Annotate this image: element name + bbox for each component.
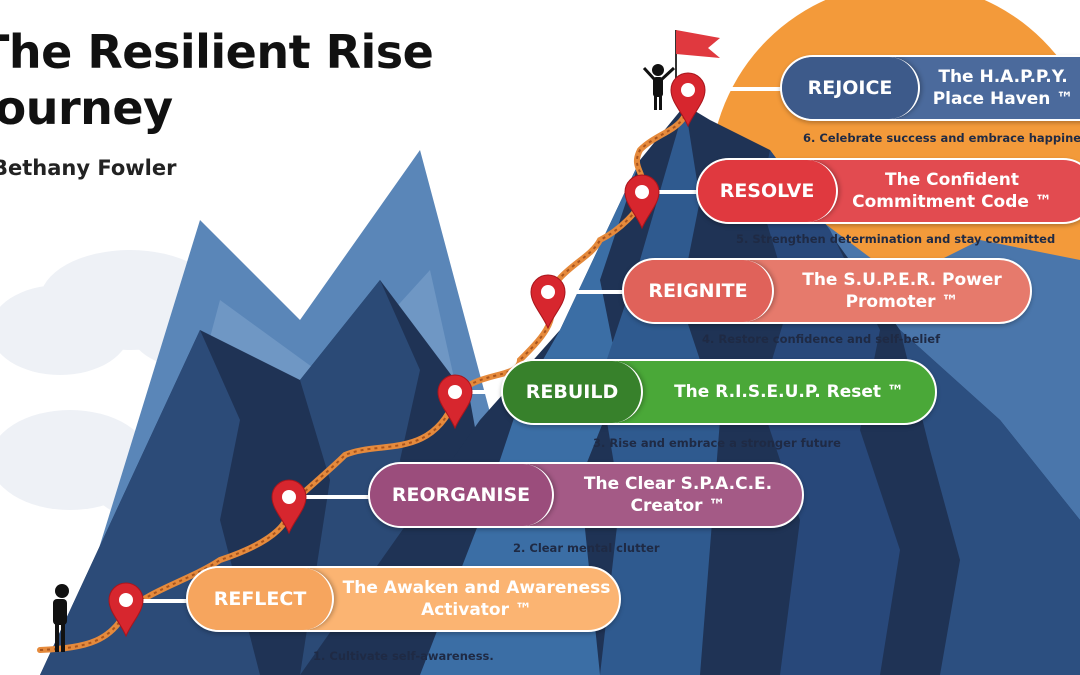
stage-reorganise-label: REORGANISE — [370, 464, 554, 526]
climber-at-summit — [642, 64, 676, 110]
stage-reflect-pill: REFLECT The Awaken and Awareness Activat… — [186, 566, 621, 632]
stage-reflect-label: REFLECT — [188, 568, 334, 630]
stage-reflect-description: 1. Cultivate self-awareness. — [313, 649, 494, 663]
stage-resolve-label: RESOLVE — [698, 160, 838, 222]
stage-reignite-label: REIGNITE — [624, 260, 774, 322]
stage-rejoice-label: REJOICE — [782, 57, 920, 119]
map-pin-dot — [282, 490, 296, 504]
stage-resolve-description: 5. Strengthen determination and stay com… — [736, 232, 1056, 246]
stage-rebuild-pill: REBUILD The R.I.S.E.U.P. Reset ™ — [501, 359, 937, 425]
map-pin-icon-resolve — [624, 174, 660, 230]
map-pin-dot — [541, 285, 555, 299]
author-name: Bethany Fowler — [0, 156, 177, 180]
map-pin-icon-reflect — [108, 582, 144, 638]
stage-reignite-program: The S.U.P.E.R. Power Promoter ™ — [802, 270, 1002, 312]
map-pins — [108, 72, 706, 638]
stage-reorganise-program: The Clear S.P.A.C.E. Creator ™ — [583, 474, 773, 516]
stage-rejoice-program: The H.A.P.P.Y. Place Haven ™ — [932, 67, 1074, 109]
stage-reflect-program: The Awaken and Awareness Activator ™ — [342, 578, 611, 620]
stage-rebuild-label: REBUILD — [503, 361, 643, 423]
map-pin-dot — [635, 185, 649, 199]
stage-rejoice-description: 6. Celebrate success and embrace happine… — [803, 131, 1080, 145]
stage-resolve-program: The Confident Commitment Code ™ — [852, 170, 1052, 212]
map-pin-dot — [119, 593, 133, 607]
stage-rejoice-pill: REJOICE The H.A.P.P.Y. Place Haven ™ — [780, 55, 1080, 121]
stage-rebuild-program: The R.I.S.E.U.P. Reset ™ — [674, 382, 904, 402]
stage-reorganise-pill: REORGANISE The Clear S.P.A.C.E. Creator … — [368, 462, 804, 528]
stage-reignite-description: 4. Restore confidence and self-belief — [702, 332, 941, 346]
page-title: The Resilient Rise Journey — [0, 25, 434, 135]
map-pin-icon-reorganise — [271, 479, 307, 535]
map-pin-icon-rebuild — [437, 374, 473, 430]
stage-rebuild-description: 3. Rise and embrace a stronger future — [593, 436, 841, 450]
stage-resolve-pill: RESOLVE The Confident Commitment Code ™ — [696, 158, 1080, 224]
connector-lines — [140, 87, 782, 603]
map-pin-dot — [448, 385, 462, 399]
map-pin-dot — [681, 83, 695, 97]
stage-reorganise-description: 2. Clear mental clutter — [513, 541, 660, 555]
climber-at-base — [53, 584, 69, 652]
map-pin-icon-rejoice — [670, 72, 706, 128]
map-pin-icon-reignite — [530, 274, 566, 330]
stage-reignite-pill: REIGNITE The S.U.P.E.R. Power Promoter ™ — [622, 258, 1032, 324]
